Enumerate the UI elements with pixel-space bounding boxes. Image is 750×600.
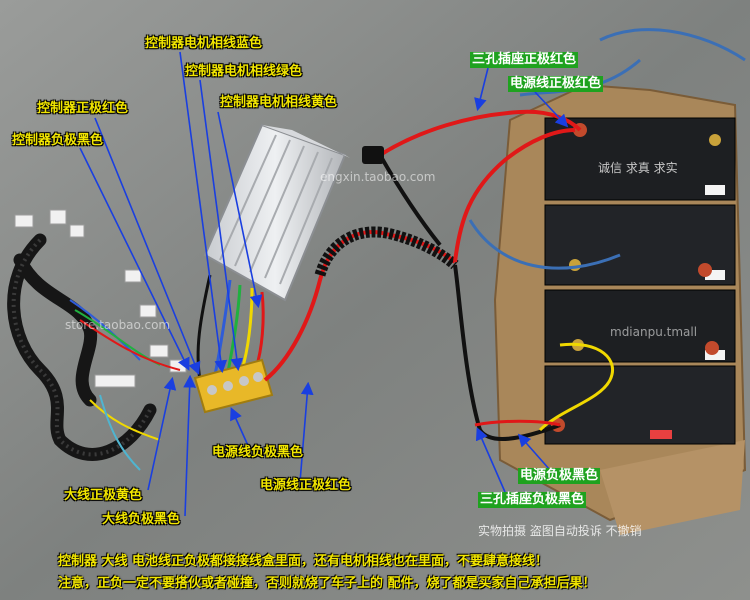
power-cable-sheath — [314, 226, 459, 277]
label-socket-pos-red: 三孔插座正极红色 — [470, 52, 579, 68]
terminal-block — [193, 358, 274, 414]
label-motor-blue: 控制器电机相线蓝色 — [145, 36, 263, 51]
label-main-pos-yellow: 大线正极黄色 — [64, 488, 143, 503]
label-power-neg-black: 电源线负极黑色 — [212, 445, 304, 460]
label-main-neg-black: 大线负极黑色 — [102, 512, 181, 527]
label-power-pos-red-bottom: 电源线正极红色 — [260, 478, 352, 493]
label-ctrl-neg-black: 控制器负极黑色 — [12, 133, 104, 148]
controller-box — [203, 123, 350, 302]
watermark-url-mid: store.taobao.com — [65, 318, 171, 332]
watermark-url-top: engxin.taobao.com — [320, 170, 436, 184]
watermark-url-right: mdianpu.tmall — [610, 325, 698, 339]
signal-wires — [69, 299, 181, 471]
label-motor-yellow: 控制器电机相线黄色 — [220, 95, 338, 110]
label-ctrl-pos-red: 控制器正极红色 — [37, 101, 129, 116]
label-power-pos-red-top: 电源线正极红色 — [508, 76, 604, 92]
battery-slogan: 诚信 求真 求实 — [598, 160, 678, 175]
connectors — [14, 209, 187, 388]
battery-pack — [544, 117, 736, 445]
note-line-1: 控制器 大线 电池线正负极都接接线盒里面，还有电机相线也在里面，不要肆意接线！ — [58, 554, 549, 569]
annotation-arrows — [79, 51, 569, 517]
label-motor-green: 控制器电机相线绿色 — [185, 64, 303, 79]
battery-1 — [544, 117, 736, 201]
note-line-2: 注意，正负一定不要搭伙或者碰撞，否则就烧了车子上的 配件，烧了都是买家自己承担后… — [58, 576, 596, 591]
main-harness — [7, 233, 157, 461]
photo-note: 实物拍摄 盗图自动投诉 不撤销 — [478, 524, 642, 538]
label-supply-neg-black: 电源负极黑色 — [518, 468, 601, 484]
battery-4 — [544, 365, 736, 445]
label-socket-neg-black: 三孔插座负极黑色 — [478, 492, 587, 508]
cardboard-flap — [600, 440, 745, 535]
three-hole-socket — [362, 146, 384, 164]
